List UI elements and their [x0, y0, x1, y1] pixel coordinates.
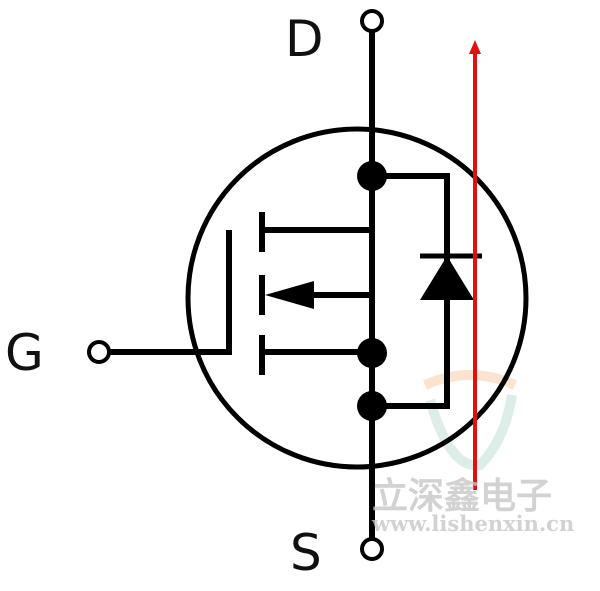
junction-dot: [357, 161, 387, 191]
gate-label: G: [5, 324, 44, 382]
current-arrow-head-icon: [469, 40, 481, 54]
watermark-name: 立深鑫电子: [372, 475, 552, 517]
junction-dot: [357, 338, 387, 368]
drain-terminal: [360, 9, 384, 33]
drain-label: D: [285, 10, 324, 68]
channel-arrow-icon: [265, 281, 314, 309]
source-terminal: [360, 537, 384, 561]
gate-terminal: [87, 340, 111, 364]
diode-triangle: [420, 256, 474, 300]
junction-dot: [357, 391, 387, 421]
watermark-url: www.lishenxin.cn: [371, 511, 574, 536]
body-connection: [310, 292, 375, 353]
source-label: S: [290, 524, 322, 582]
drain-connection: [262, 176, 375, 233]
gate-wire: [110, 230, 232, 355]
body-circle: [185, 126, 529, 470]
